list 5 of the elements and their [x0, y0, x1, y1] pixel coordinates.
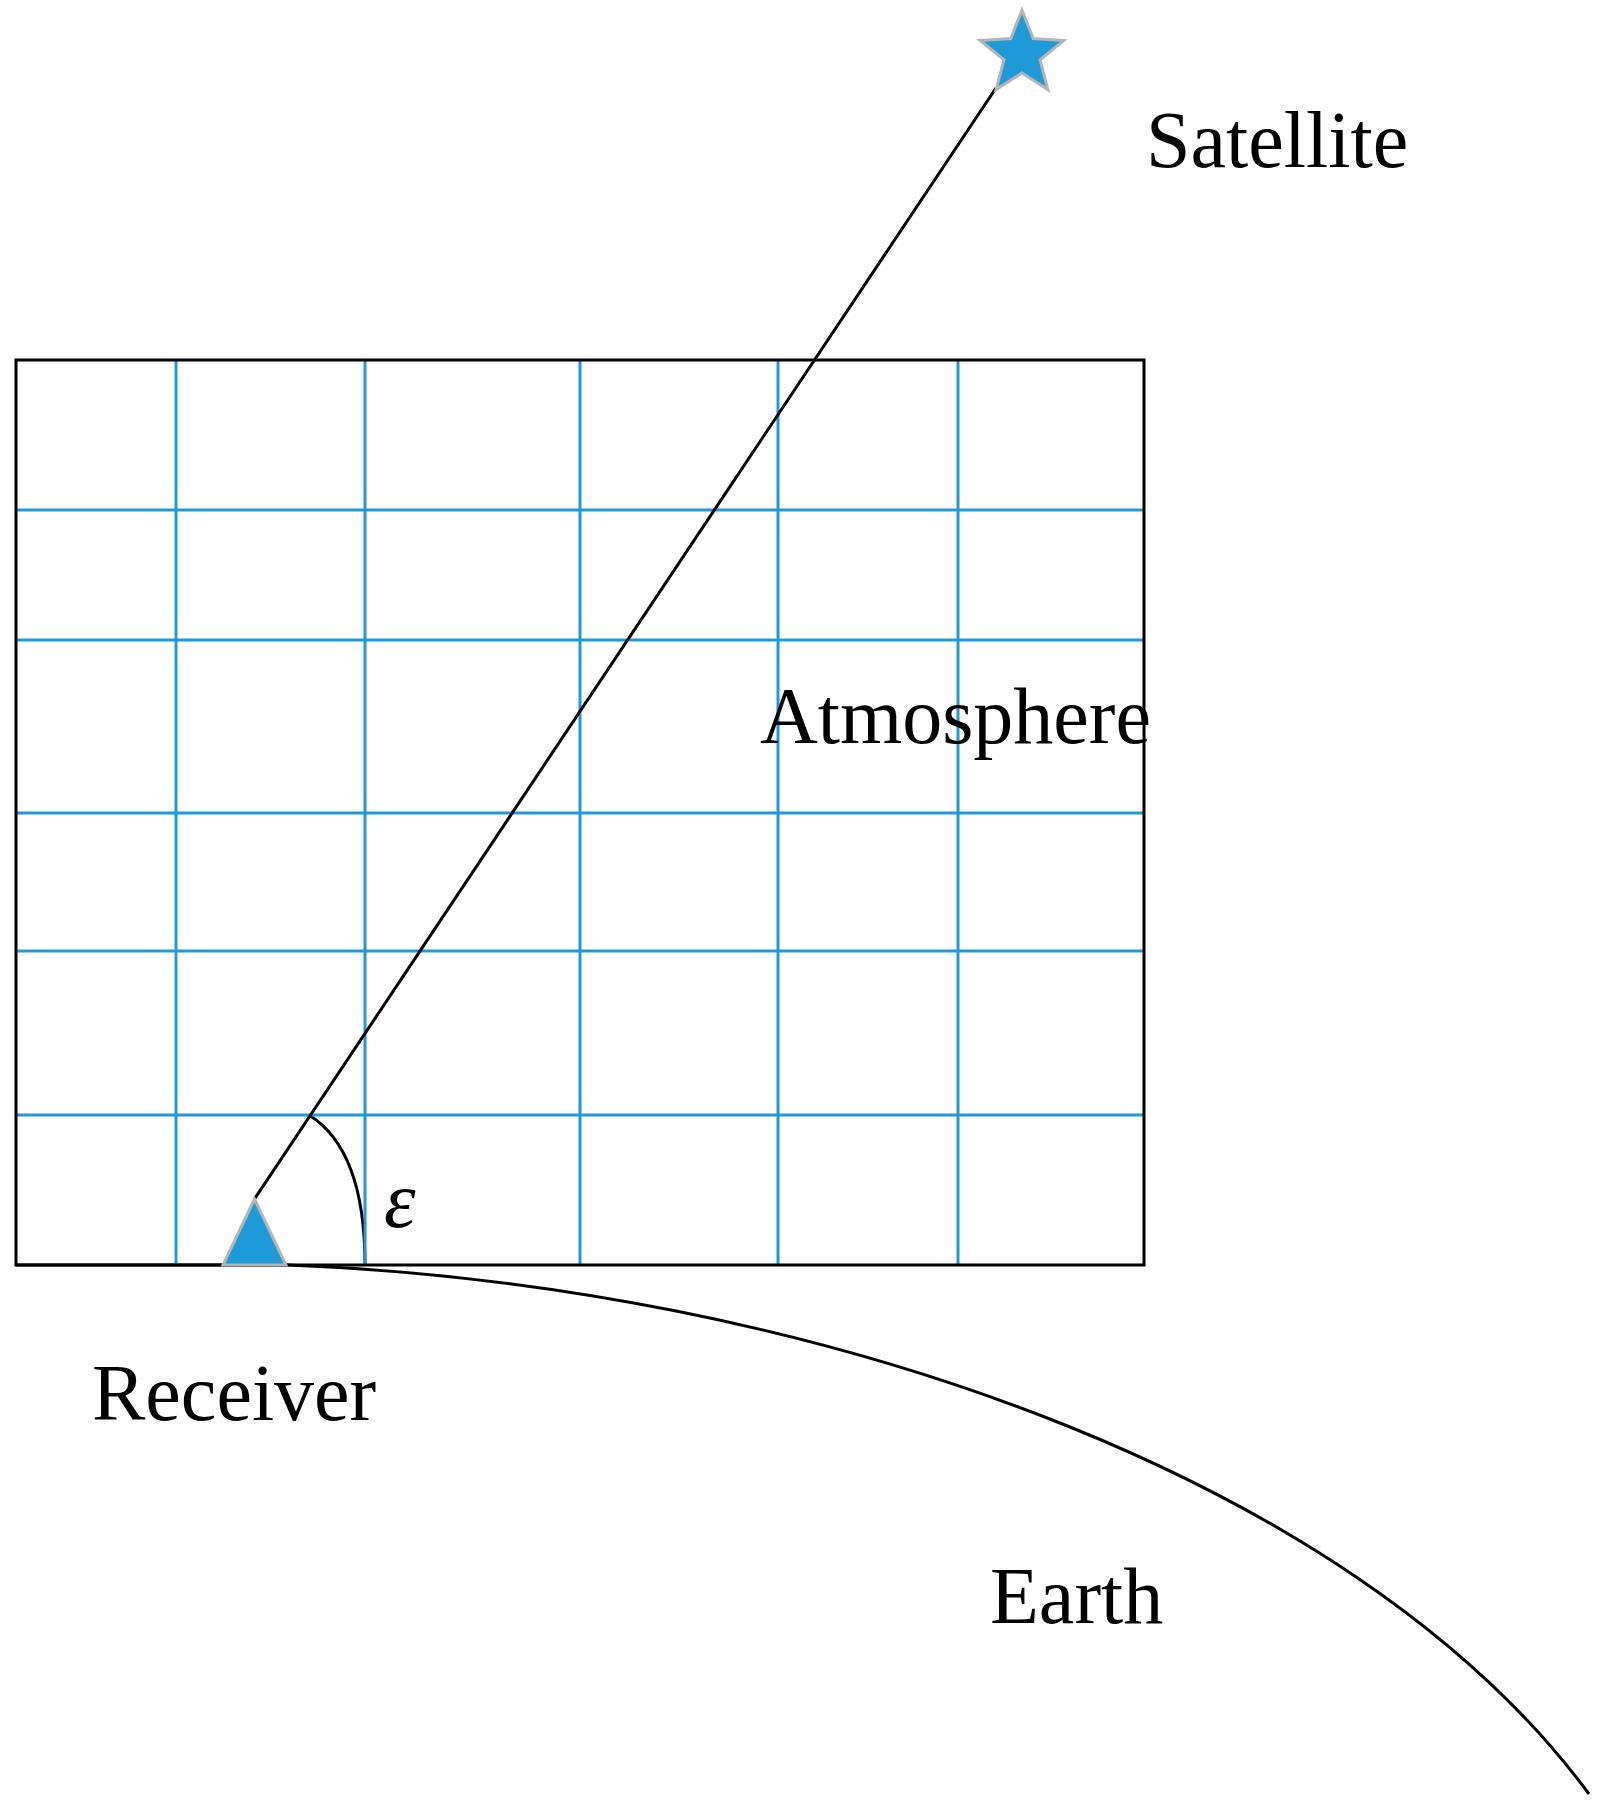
earth-label: Earth — [990, 1556, 1164, 1636]
angle-symbol: ε — [384, 1160, 416, 1240]
node-caption: Receiver — [92, 1353, 377, 1433]
signal-path-line — [253, 87, 998, 1200]
node-caption: Satellite — [1146, 100, 1409, 180]
